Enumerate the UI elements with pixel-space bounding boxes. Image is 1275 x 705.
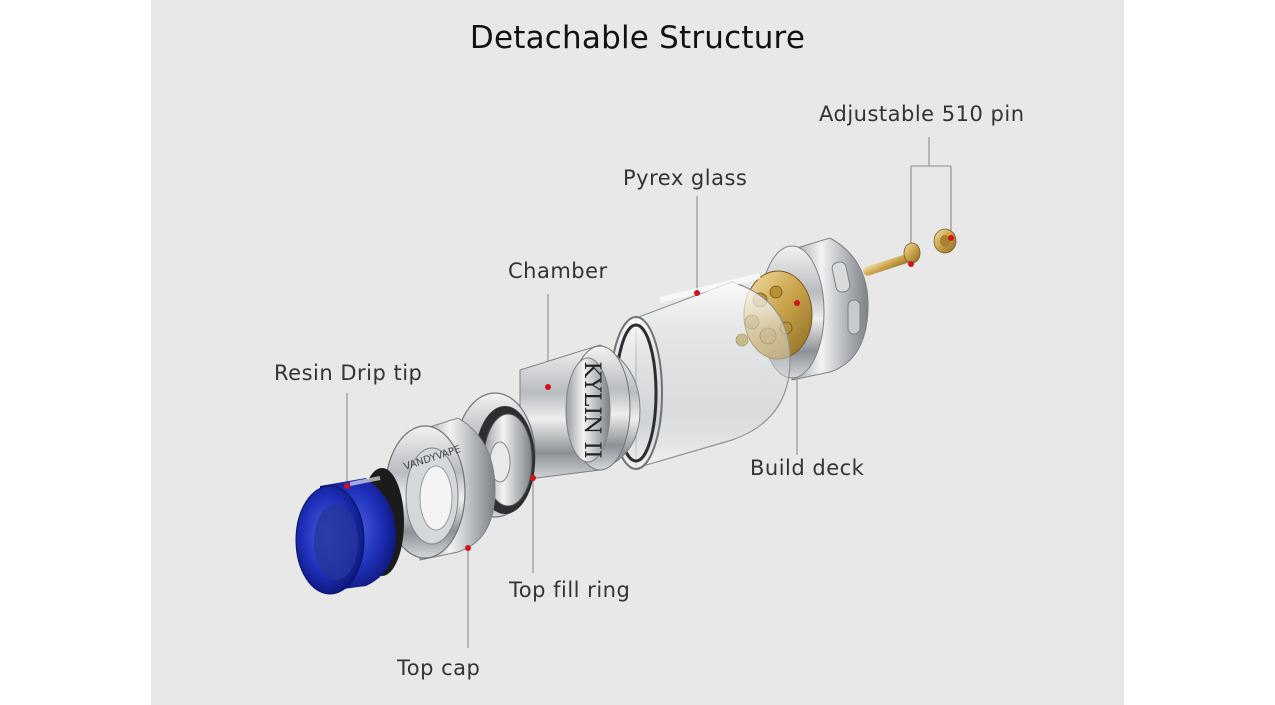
marker-dot-pin-a (908, 261, 914, 267)
label-chamber: Chamber (508, 259, 608, 283)
chamber-part: KYLIN II (519, 344, 641, 481)
marker-dot-build-deck (794, 300, 800, 306)
label-resin-drip-tip: Resin Drip tip (274, 361, 423, 385)
marker-dot-top-cap (465, 545, 471, 551)
diagram-title: Detachable Structure (469, 20, 806, 56)
pyrex-glass-part (609, 273, 791, 470)
top-cap-part: VANDYVAPE (384, 417, 496, 561)
leader-adjustable-pin (910, 137, 952, 252)
chamber-engraving: KYLIN II (579, 361, 604, 458)
marker-dot-pyrex (694, 290, 700, 296)
marker-dot-pin-b (948, 235, 954, 241)
label-adjustable-510-pin: Adjustable 510 pin (819, 102, 1025, 126)
marker-dot-drip-tip (344, 483, 350, 489)
marker-dot-chamber (545, 384, 551, 390)
adjustable-510-pin-part (863, 228, 957, 276)
marker-dots (344, 235, 954, 551)
label-top-cap: Top cap (397, 656, 481, 680)
label-pyrex-glass: Pyrex glass (623, 166, 748, 190)
marker-dot-top-fill-ring (530, 475, 536, 481)
label-top-fill-ring: Top fill ring (509, 578, 631, 602)
label-build-deck: Build deck (750, 456, 865, 480)
resin-drip-tip-part (295, 468, 404, 595)
leader-lines (346, 137, 952, 648)
